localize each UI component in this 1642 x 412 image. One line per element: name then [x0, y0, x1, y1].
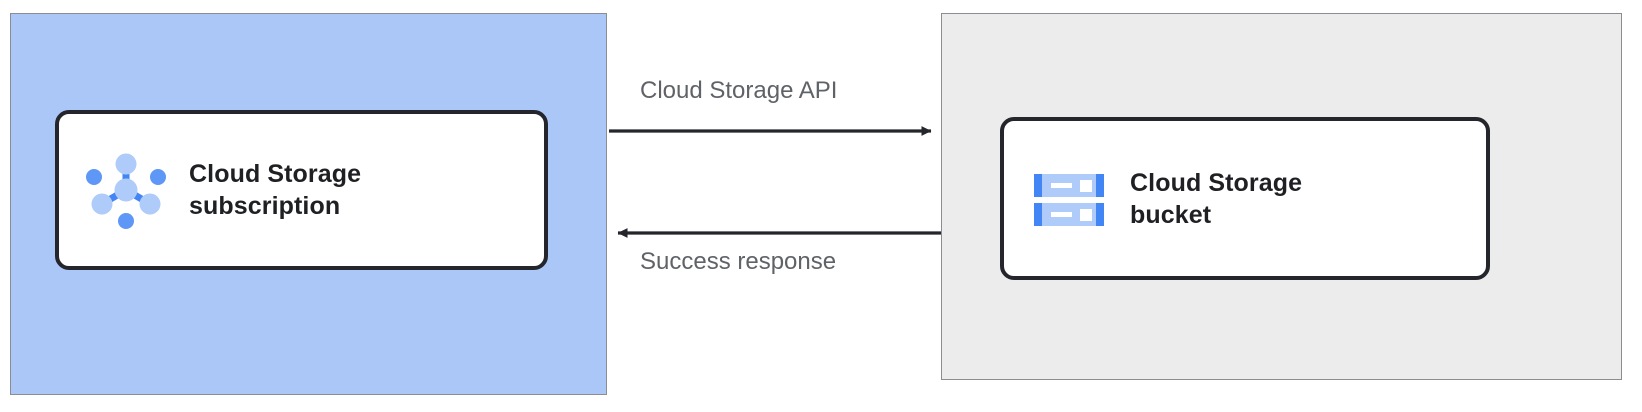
node-cloud-storage-bucket[interactable]: Cloud Storage bucket: [1000, 117, 1490, 280]
edge-label-success-response: Success response: [640, 248, 837, 275]
node-label-bucket: Cloud Storage bucket: [1130, 168, 1303, 229]
cloud-storage-bucket-icon: [1030, 160, 1108, 238]
pubsub-subscription-icon: [85, 149, 167, 231]
node-cloud-storage-subscription[interactable]: Cloud Storage subscription: [55, 110, 548, 270]
node-label-subscription: Cloud Storage subscription: [189, 160, 362, 220]
edge-label-cloud-storage-api: Cloud Storage API: [640, 77, 838, 104]
